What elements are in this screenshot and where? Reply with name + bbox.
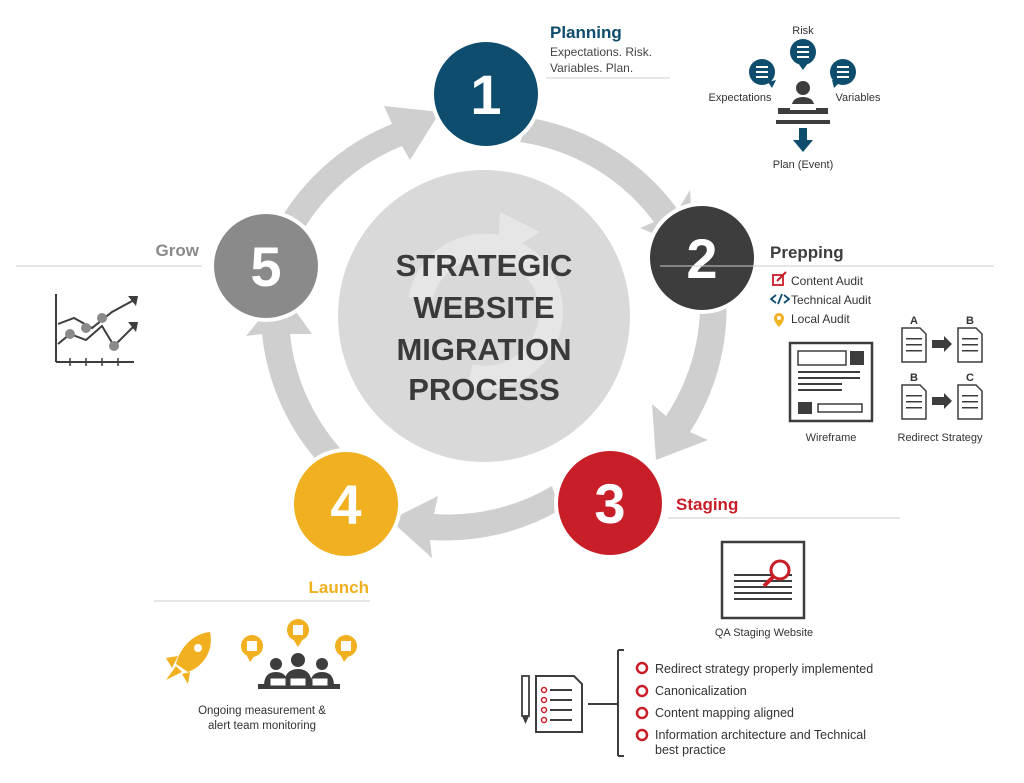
redirect-strategy-icon: A B B C	[901, 315, 983, 420]
step-4-circle	[294, 452, 398, 556]
planning-desc-line2: Variables. Plan.	[550, 61, 633, 75]
center-title-line2: WEBSITE	[413, 290, 554, 325]
launch-caption-line1: Ongoing measurement &	[198, 705, 326, 717]
doc-b2-label: B	[910, 372, 918, 384]
center-refresh-arrowhead	[498, 212, 540, 258]
team-monitoring-icon	[241, 619, 357, 689]
step-5-circle	[214, 214, 318, 318]
growth-chart-icon	[55, 294, 138, 366]
step-2-number: 2	[686, 227, 717, 290]
center-title-line3: MIGRATION	[396, 332, 571, 367]
plan-arrow-icon	[793, 128, 813, 152]
redirect-arrow-1	[932, 336, 952, 352]
wireframe-icon	[788, 341, 874, 423]
expectations-bubble-icon	[749, 59, 776, 88]
document-icon-c	[957, 384, 983, 420]
redirect-arrow-2	[932, 393, 952, 409]
step-5: 5	[210, 210, 322, 322]
checklist-item-3: Content mapping aligned	[655, 706, 794, 720]
launch-title: Launch	[309, 578, 369, 597]
wireframe-label: Wireframe	[806, 432, 857, 444]
step-2: 2	[646, 202, 758, 314]
variables-bubble-icon	[830, 59, 856, 88]
checklist-item-4: Information architecture and Technical	[655, 728, 866, 742]
checklist-item-1: Redirect strategy properly implemented	[655, 662, 873, 676]
staging-checklist: Redirect strategy properly implemented C…	[635, 661, 873, 757]
checklist-clipboard-icon	[535, 675, 583, 733]
planning-plan-label: Plan (Event)	[773, 159, 834, 171]
step-1-number: 1	[470, 63, 501, 126]
star-bubble-icon	[241, 635, 263, 662]
cycle-ring	[246, 106, 727, 558]
step-3-number: 3	[594, 472, 625, 535]
planning-illustration: Risk Expectations Variables	[709, 25, 882, 171]
planning-expectations-label: Expectations	[709, 92, 772, 104]
code-icon	[769, 293, 791, 305]
planning-risk-label: Risk	[792, 25, 814, 37]
ring-arrow-3-4	[390, 486, 560, 558]
document-icon-b2	[901, 384, 927, 420]
star-bubble-icon	[287, 619, 309, 647]
center-title-line1: STRATEGIC	[396, 248, 573, 283]
launch-caption-line2: alert team monitoring	[208, 720, 316, 732]
map-pin-icon	[774, 313, 784, 327]
doc-a-label: A	[910, 315, 918, 327]
bullet-icon	[635, 728, 649, 742]
checklist-item-2: Canonicalization	[655, 684, 747, 698]
document-icon-b	[957, 327, 983, 363]
prepping-item-local-audit: Local Audit	[791, 312, 850, 326]
doc-c-label: C	[966, 372, 974, 384]
qa-staging-icon	[720, 540, 806, 620]
planning-variables-label: Variables	[835, 92, 881, 104]
edit-icon	[772, 271, 787, 286]
bullet-icon	[635, 684, 649, 698]
risk-bubble-icon	[790, 39, 816, 70]
step-3: 3	[554, 447, 666, 559]
pencil-icon	[521, 675, 530, 724]
technical-audit-item: Technical Audit	[769, 293, 872, 307]
step-4: 4	[290, 448, 402, 560]
step-1-circle	[434, 42, 538, 146]
bullet-icon	[635, 661, 649, 675]
center-disc	[338, 170, 630, 462]
planning-title: Planning	[550, 23, 622, 42]
step-4-number: 4	[330, 473, 361, 536]
step-3-circle	[558, 451, 662, 555]
document-icon-a	[901, 327, 927, 363]
center-title-line4: PROCESS	[408, 372, 560, 407]
magnifier-icon	[762, 559, 791, 588]
content-audit-item: Content Audit	[772, 271, 864, 288]
step-2-circle	[650, 206, 754, 310]
prepping-item-technical-audit: Technical Audit	[791, 293, 872, 307]
local-audit-item: Local Audit	[774, 312, 850, 327]
ring-arrow-4-5	[246, 292, 340, 462]
center-refresh-icon	[408, 233, 563, 390]
doc-b-label: B	[966, 315, 974, 327]
presenter-icon	[776, 81, 830, 124]
planning-desc-line1: Expectations. Risk.	[550, 45, 652, 59]
step-5-number: 5	[250, 235, 281, 298]
ring-arrow-5-1	[280, 106, 440, 232]
star-bubble-icon	[335, 635, 357, 662]
bullet-icon	[635, 706, 649, 720]
rocket-icon	[166, 632, 211, 684]
step-1: 1	[430, 38, 542, 150]
staging-title: Staging	[676, 495, 738, 514]
prepping-title: Prepping	[770, 243, 844, 262]
prepping-item-content-audit: Content Audit	[791, 274, 864, 288]
qa-staging-label: QA Staging Website	[715, 627, 813, 639]
ring-arrow-1-2	[520, 118, 694, 250]
checklist-bracket	[588, 649, 624, 757]
checklist-item-4-cont: best practice	[655, 743, 726, 757]
ring-arrow-2-3	[652, 290, 727, 460]
grow-title: Grow	[156, 241, 200, 260]
redirect-strategy-label: Redirect Strategy	[898, 432, 983, 444]
